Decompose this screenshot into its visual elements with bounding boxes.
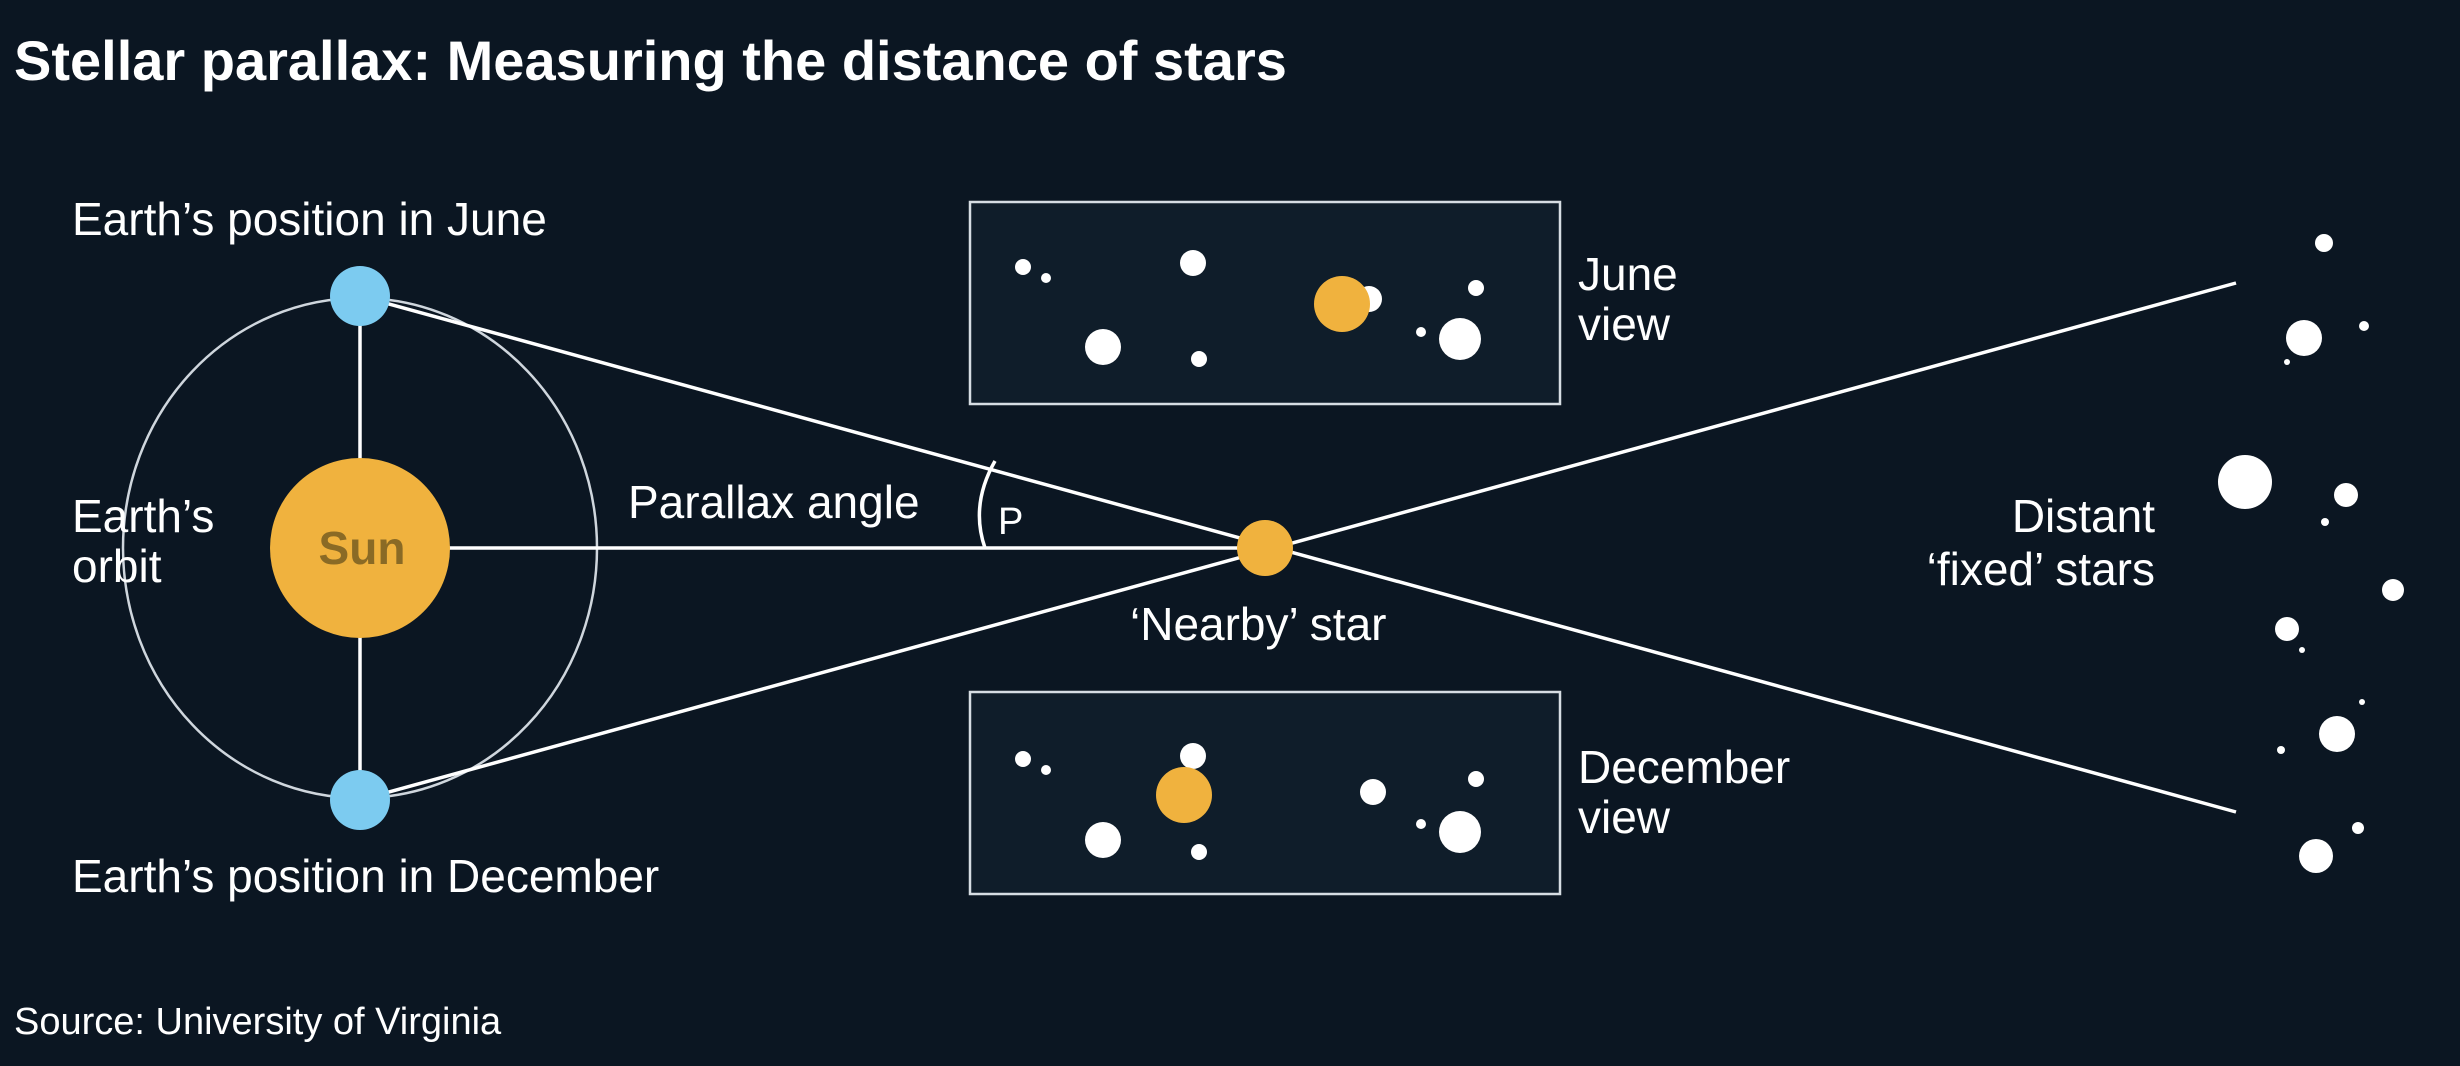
panel-star [1041,273,1051,283]
parallax-angle-symbol: P [998,501,1023,543]
distant-star [2321,518,2329,526]
distant-star [2334,483,2358,507]
panel-star [1439,811,1481,853]
distant-star [2315,234,2333,252]
december-view-label-line1: December [1578,741,1790,793]
earth-june [330,266,390,326]
distant-star [2319,716,2355,752]
orbit-label-line2: orbit [72,540,162,592]
december-view-frame [968,690,1562,896]
sun-label: Sun [319,522,406,574]
distant-star [2275,617,2299,641]
december-sightline [359,281,2237,802]
panel-star [1468,280,1484,296]
distant-stars-label-line1: Distant [2012,490,2155,542]
nearby-star-december-view [1156,767,1212,823]
page-title: Stellar parallax: Measuring the distance… [14,29,1287,92]
june-sightline [359,294,2237,814]
panel-star [1015,259,1031,275]
parallax-angle-arc [977,460,997,549]
june-view-frame [968,200,1562,406]
panel-star [1180,250,1206,276]
distant-star [2286,320,2322,356]
parallax-angle-label: Parallax angle [628,476,920,528]
sun [270,458,450,638]
nearby-star [1237,520,1293,576]
panel-star [1468,771,1484,787]
source-note: Source: University of Virginia [14,1001,502,1043]
nearby-star-label: ‘Nearby’ star [1130,598,1386,650]
june-view-label-line2: view [1578,298,1671,350]
panel-star [1041,765,1051,775]
panel-star [1191,351,1207,367]
nearby-star-june-view [1314,276,1370,332]
panel-star [1416,327,1426,337]
december-view-label-line2: view [1578,791,1671,843]
distant-star [2352,822,2364,834]
distant-fixed-stars [2218,234,2404,873]
june-view-panel [968,200,1562,406]
panel-star [1360,779,1386,805]
distant-star [2382,579,2404,601]
distant-star [2299,647,2305,653]
panel-star [1416,819,1426,829]
earth-june-label: Earth’s position in June [72,193,547,245]
december-view-panel [968,690,1562,896]
panel-star [1085,329,1121,365]
earth-december-label: Earth’s position in December [72,850,659,902]
distant-star [2277,746,2285,754]
panel-star [1439,318,1481,360]
orbit-label-line1: Earth’s [72,490,214,542]
panel-star [1015,751,1031,767]
distant-star [2284,359,2290,365]
june-view-label-line1: June [1578,248,1678,300]
distant-star [2218,455,2272,509]
distant-star [2359,321,2369,331]
panel-star [1191,844,1207,860]
panel-star [1085,822,1121,858]
distant-star [2299,839,2333,873]
distant-star [2359,699,2365,705]
distant-stars-label-line2: ‘fixed’ stars [1927,543,2155,595]
panel-star [1180,743,1206,769]
earth-december [330,770,390,830]
